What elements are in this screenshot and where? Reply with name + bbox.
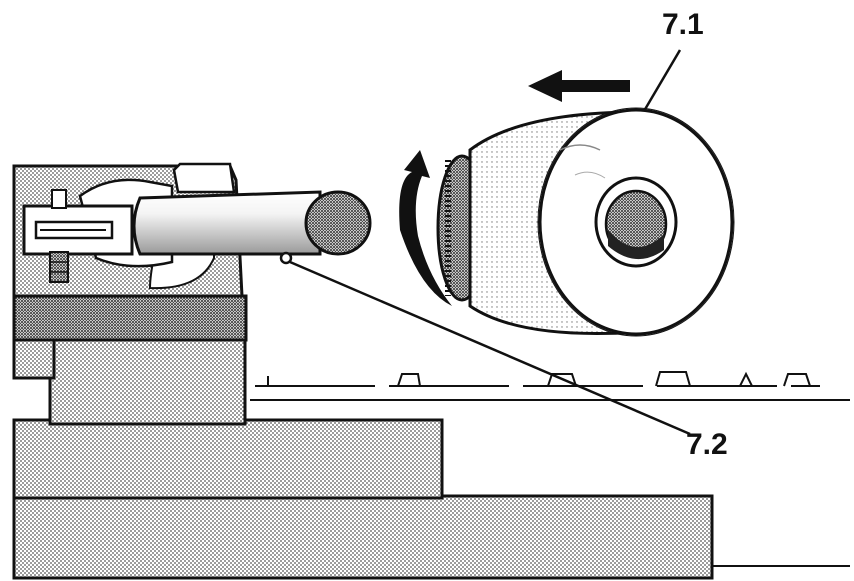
machine-base-lower — [12, 494, 850, 580]
tool-holder-column — [12, 294, 248, 426]
mandrel-rod — [132, 190, 372, 256]
machine-table-edge — [250, 371, 850, 401]
callout-label-7-2: 7.2 — [686, 428, 728, 461]
curved-arrow-up-icon — [399, 150, 452, 306]
arrow-left-icon — [528, 70, 630, 102]
machine-base-upper — [12, 418, 444, 500]
part-7-2-marker — [279, 251, 293, 265]
part-7-1-collar — [436, 107, 735, 337]
callout-label-7-1: 7.1 — [662, 8, 704, 41]
